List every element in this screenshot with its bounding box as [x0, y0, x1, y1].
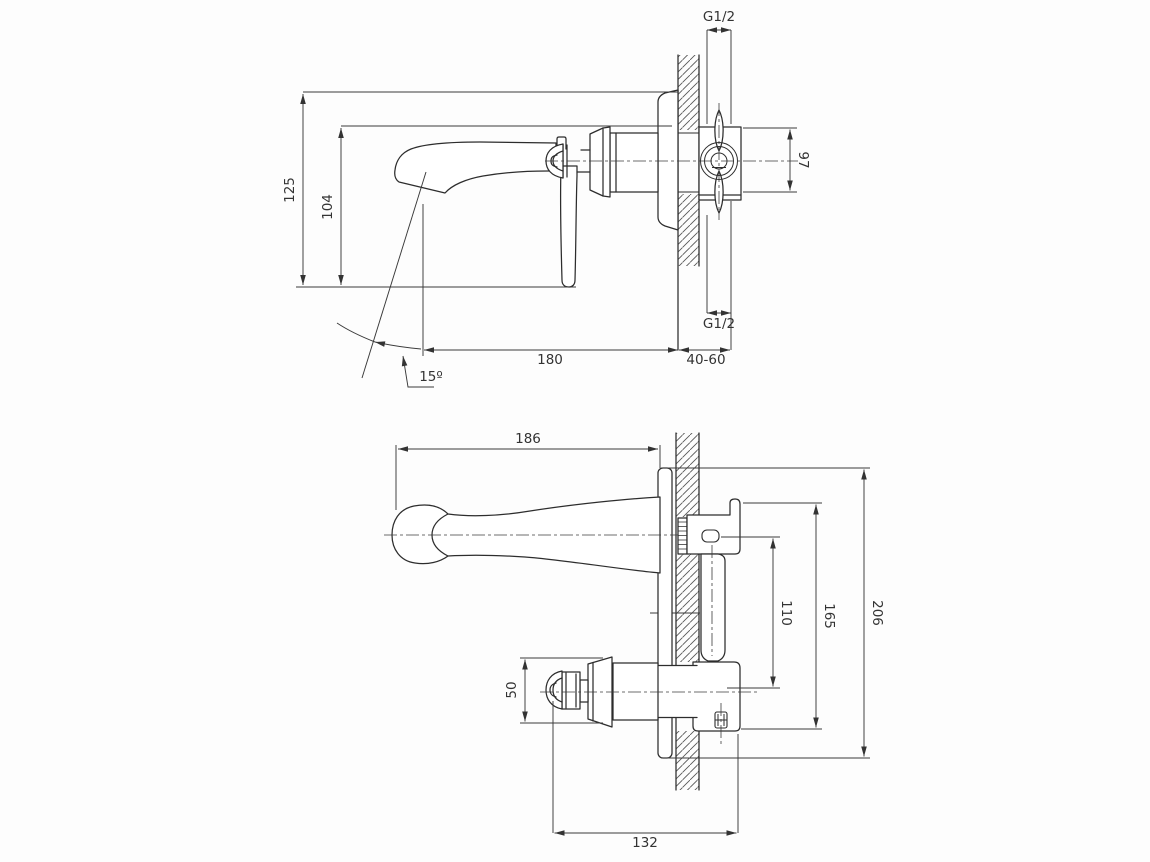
stem-wall-mask: [657, 665, 697, 718]
dim-spout-reach-plan: 186: [515, 431, 541, 447]
stem-through-wall: [656, 664, 698, 719]
handle-neck: [576, 149, 591, 173]
angle-arc-arrow: [374, 341, 422, 350]
dim-spout-height: 104: [320, 194, 336, 220]
spout-joint: [556, 136, 567, 150]
dim-overall-height: 125: [282, 177, 298, 203]
wall-section-plan: [650, 432, 700, 791]
dim-handle-length: 132: [632, 835, 658, 851]
dim-overall-depth: 206: [869, 600, 885, 626]
handle-knob-plan: [545, 670, 563, 710]
dim-spout-angle: 15º: [419, 369, 443, 385]
handle-lever: [559, 165, 578, 288]
bottom-view-dimensions: 186 110 165 206 50 132: [395, 431, 885, 851]
wall-lines: [675, 432, 700, 791]
handle-stem: [612, 662, 659, 721]
wall-hatch: [678, 55, 699, 130]
dim-valve-height: 97: [795, 151, 811, 168]
spout-profile: [394, 141, 557, 194]
wall-hatch: [678, 194, 699, 266]
dim-handle-width: 50: [504, 681, 520, 698]
handle-plan: [540, 656, 758, 728]
valve-column: [700, 553, 726, 662]
bonnet-cone: [589, 126, 611, 198]
extension-lines-50: [520, 657, 603, 724]
handle-neck-plan: [579, 679, 589, 703]
extension-lines: [296, 91, 678, 356]
thread-bottom-extensions: [706, 201, 732, 350]
outlet-slot: [701, 529, 720, 543]
dim-thread-top: G1/2: [703, 9, 735, 25]
concealed-valve-plan: [677, 498, 741, 747]
handle-ring-plan: [561, 671, 581, 710]
handle-ring-edges: [565, 672, 577, 709]
wall-hatch: [676, 554, 699, 662]
extension-lines-132: [552, 701, 739, 833]
valve-bottom-block: [692, 661, 741, 732]
valve-height-extensions: [743, 127, 797, 193]
dim-thread-bottom: G1/2: [703, 316, 735, 332]
extension-lines-186: [395, 445, 661, 510]
mixer-body: [609, 132, 659, 193]
angle-reference-line: [361, 171, 427, 379]
escutcheon-plate: [657, 89, 679, 231]
dim-axis-distance: 110: [778, 600, 794, 626]
top-view: 125 104 180 40-60 G1/2 G1/2 97 15º: [282, 9, 811, 388]
handle-knob-inner-plan: [552, 677, 563, 703]
bottom-view: 186 110 165 206 50 132: [384, 431, 885, 851]
thread-ticks: [678, 521, 687, 550]
wall-section: [677, 54, 700, 351]
wall-hatch: [676, 433, 699, 517]
extension-lines-206: [661, 467, 870, 759]
dim-spout-reach: 180: [537, 352, 563, 368]
dim-wall-depth: 40-60: [686, 352, 725, 368]
angle-leader: [401, 355, 434, 388]
top-view-dimensions: 125 104 180 40-60 G1/2 G1/2 97 15º: [282, 9, 811, 388]
wall-pipe-pass: [678, 132, 699, 193]
extension-lines-165: [741, 502, 822, 730]
wall-hatch: [676, 731, 699, 790]
angle-arc: [336, 322, 376, 343]
valve-top-bracket: [686, 498, 741, 555]
concealed-valve: [545, 103, 798, 220]
dim-valve-span: 165: [821, 603, 837, 629]
thread-top-extensions: [706, 30, 732, 124]
extension-lines-110: [721, 536, 780, 689]
handle-knob-tip-plan: [549, 682, 557, 698]
